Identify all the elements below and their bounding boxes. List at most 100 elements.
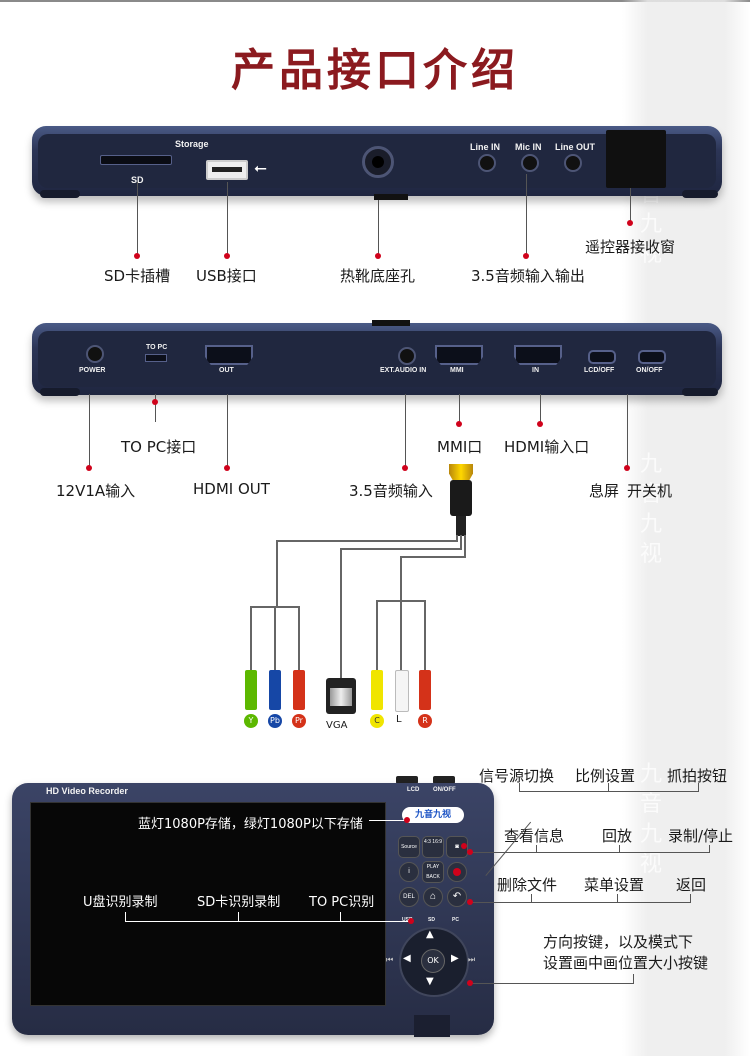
port-label-sd: SD (131, 175, 144, 185)
callout-to-pc: TO PC接口 (121, 438, 197, 456)
ir-receiver-window (606, 130, 666, 188)
callout-line (470, 852, 710, 853)
callout-delete: 删除文件 (497, 876, 558, 894)
onoff-button-top[interactable] (433, 776, 455, 784)
callout-marker (152, 399, 158, 405)
power-port[interactable] (86, 345, 104, 363)
port-label-mic-in: Mic IN (515, 142, 542, 152)
camera-icon: ◙ (455, 844, 459, 850)
led-label-sd: SD (428, 917, 435, 923)
port-label-lcd-off: LCD/OFF (584, 367, 615, 374)
vga-plug-shell (330, 688, 352, 706)
dpad-down-icon[interactable]: ▼ (426, 976, 434, 987)
plug-label-r: R (418, 714, 432, 728)
callout-line (627, 394, 628, 468)
callout-line (89, 394, 90, 468)
port-label-ext-audio: EXT.AUDIO IN (380, 367, 427, 374)
callout-power-switch: 开关机 (627, 482, 673, 500)
callout-back: 返回 (676, 876, 707, 894)
cable-branch (276, 540, 458, 542)
callout-marker (134, 253, 140, 259)
ratio-button[interactable]: 4:3 16:9 (422, 836, 444, 858)
hdmi-plug-tip (449, 464, 473, 480)
lcd-off-button[interactable] (588, 350, 616, 364)
callout-marker (402, 465, 408, 471)
rca-plug-pb (269, 670, 281, 710)
lcd-button-top[interactable] (396, 776, 418, 784)
port-label-out: OUT (219, 367, 234, 374)
callout-marker (456, 421, 462, 427)
sd-card-slot[interactable] (100, 155, 172, 165)
mmi-port[interactable] (435, 345, 483, 365)
power-button[interactable] (638, 350, 666, 364)
delete-button[interactable]: DEL (399, 887, 419, 907)
snapshot-button[interactable]: ◙ (446, 836, 468, 858)
callout-marker (461, 843, 467, 849)
callout-line (227, 182, 228, 256)
callout-marker (86, 465, 92, 471)
callout-marker (375, 253, 381, 259)
info-button[interactable]: i (399, 862, 419, 882)
callout-line (470, 902, 690, 903)
rca-plug-pr (293, 670, 305, 710)
callout-marker (523, 253, 529, 259)
source-button[interactable]: Source (398, 836, 420, 858)
mic-in-jack[interactable] (521, 154, 539, 172)
cable-branch (276, 540, 278, 608)
hdmi-in-port[interactable] (514, 345, 562, 365)
prev-icon[interactable]: ⏮ (386, 955, 394, 964)
record-icon (453, 868, 461, 876)
callout-line (470, 983, 634, 984)
callout-line (405, 394, 406, 468)
callout-line (630, 188, 631, 223)
rca-plug-y (245, 670, 257, 710)
hdmi-out-port[interactable] (205, 345, 253, 365)
port-label-on-off: ON/OFF (636, 367, 663, 374)
line-in-jack[interactable] (478, 154, 496, 172)
watermark-text: 九音九视 (640, 452, 663, 567)
plug-label-y: Y (244, 714, 258, 728)
plug-label-l: L (396, 714, 402, 725)
port-label-mmi: MMI (450, 367, 464, 374)
line-out-jack[interactable] (564, 154, 582, 172)
back-button[interactable]: ↶ (447, 887, 467, 907)
to-pc-port[interactable] (145, 354, 167, 362)
callout-audio: 3.5音频输入输出 (471, 267, 585, 285)
playback-button[interactable]: PLAY BACK (422, 861, 444, 883)
callout-playback: 回放 (602, 827, 633, 845)
led-label-pc: PC (452, 917, 459, 923)
lcd-screen (30, 802, 386, 1006)
callout-marker (627, 220, 633, 226)
callout-line (459, 394, 460, 424)
lcd-label: LCD (407, 787, 420, 793)
cable-branch (400, 556, 466, 558)
callout-sd-slot: SD卡插槽 (104, 267, 171, 285)
callout-line (227, 394, 228, 468)
callout-marker (467, 980, 473, 986)
rca-plug-r (419, 670, 431, 710)
record-button[interactable] (447, 862, 467, 882)
rca-plug-l (395, 670, 409, 712)
dpad-up-icon[interactable]: ▲ (426, 929, 434, 940)
page-title: 产品接口介绍 (231, 45, 519, 96)
next-icon[interactable]: ⏭ (468, 955, 476, 964)
usb-port[interactable] (206, 160, 248, 180)
callout-marker (224, 465, 230, 471)
dpad-right-icon[interactable]: ▶ (451, 953, 459, 964)
callout-info: 查看信息 (504, 827, 565, 845)
callout-line (540, 394, 541, 424)
device-foot (40, 388, 80, 396)
ok-button[interactable]: OK (421, 949, 445, 973)
pc-record-text: TO PC识别 (309, 895, 375, 910)
dpad-left-icon[interactable]: ◀ (403, 953, 411, 964)
port-label-in: IN (532, 367, 539, 374)
top-divider (0, 0, 750, 2)
plug-label-vga: VGA (326, 720, 348, 731)
usb-record-text: U盘识别录制 (83, 895, 158, 910)
callout-snapshot: 抓拍按钮 (667, 767, 728, 785)
ext-audio-port[interactable] (398, 347, 416, 365)
callout-marker (537, 421, 543, 427)
port-label-line-out: Line OUT (555, 142, 595, 152)
device-foot (682, 190, 718, 198)
menu-button[interactable]: ⌂ (423, 887, 443, 907)
